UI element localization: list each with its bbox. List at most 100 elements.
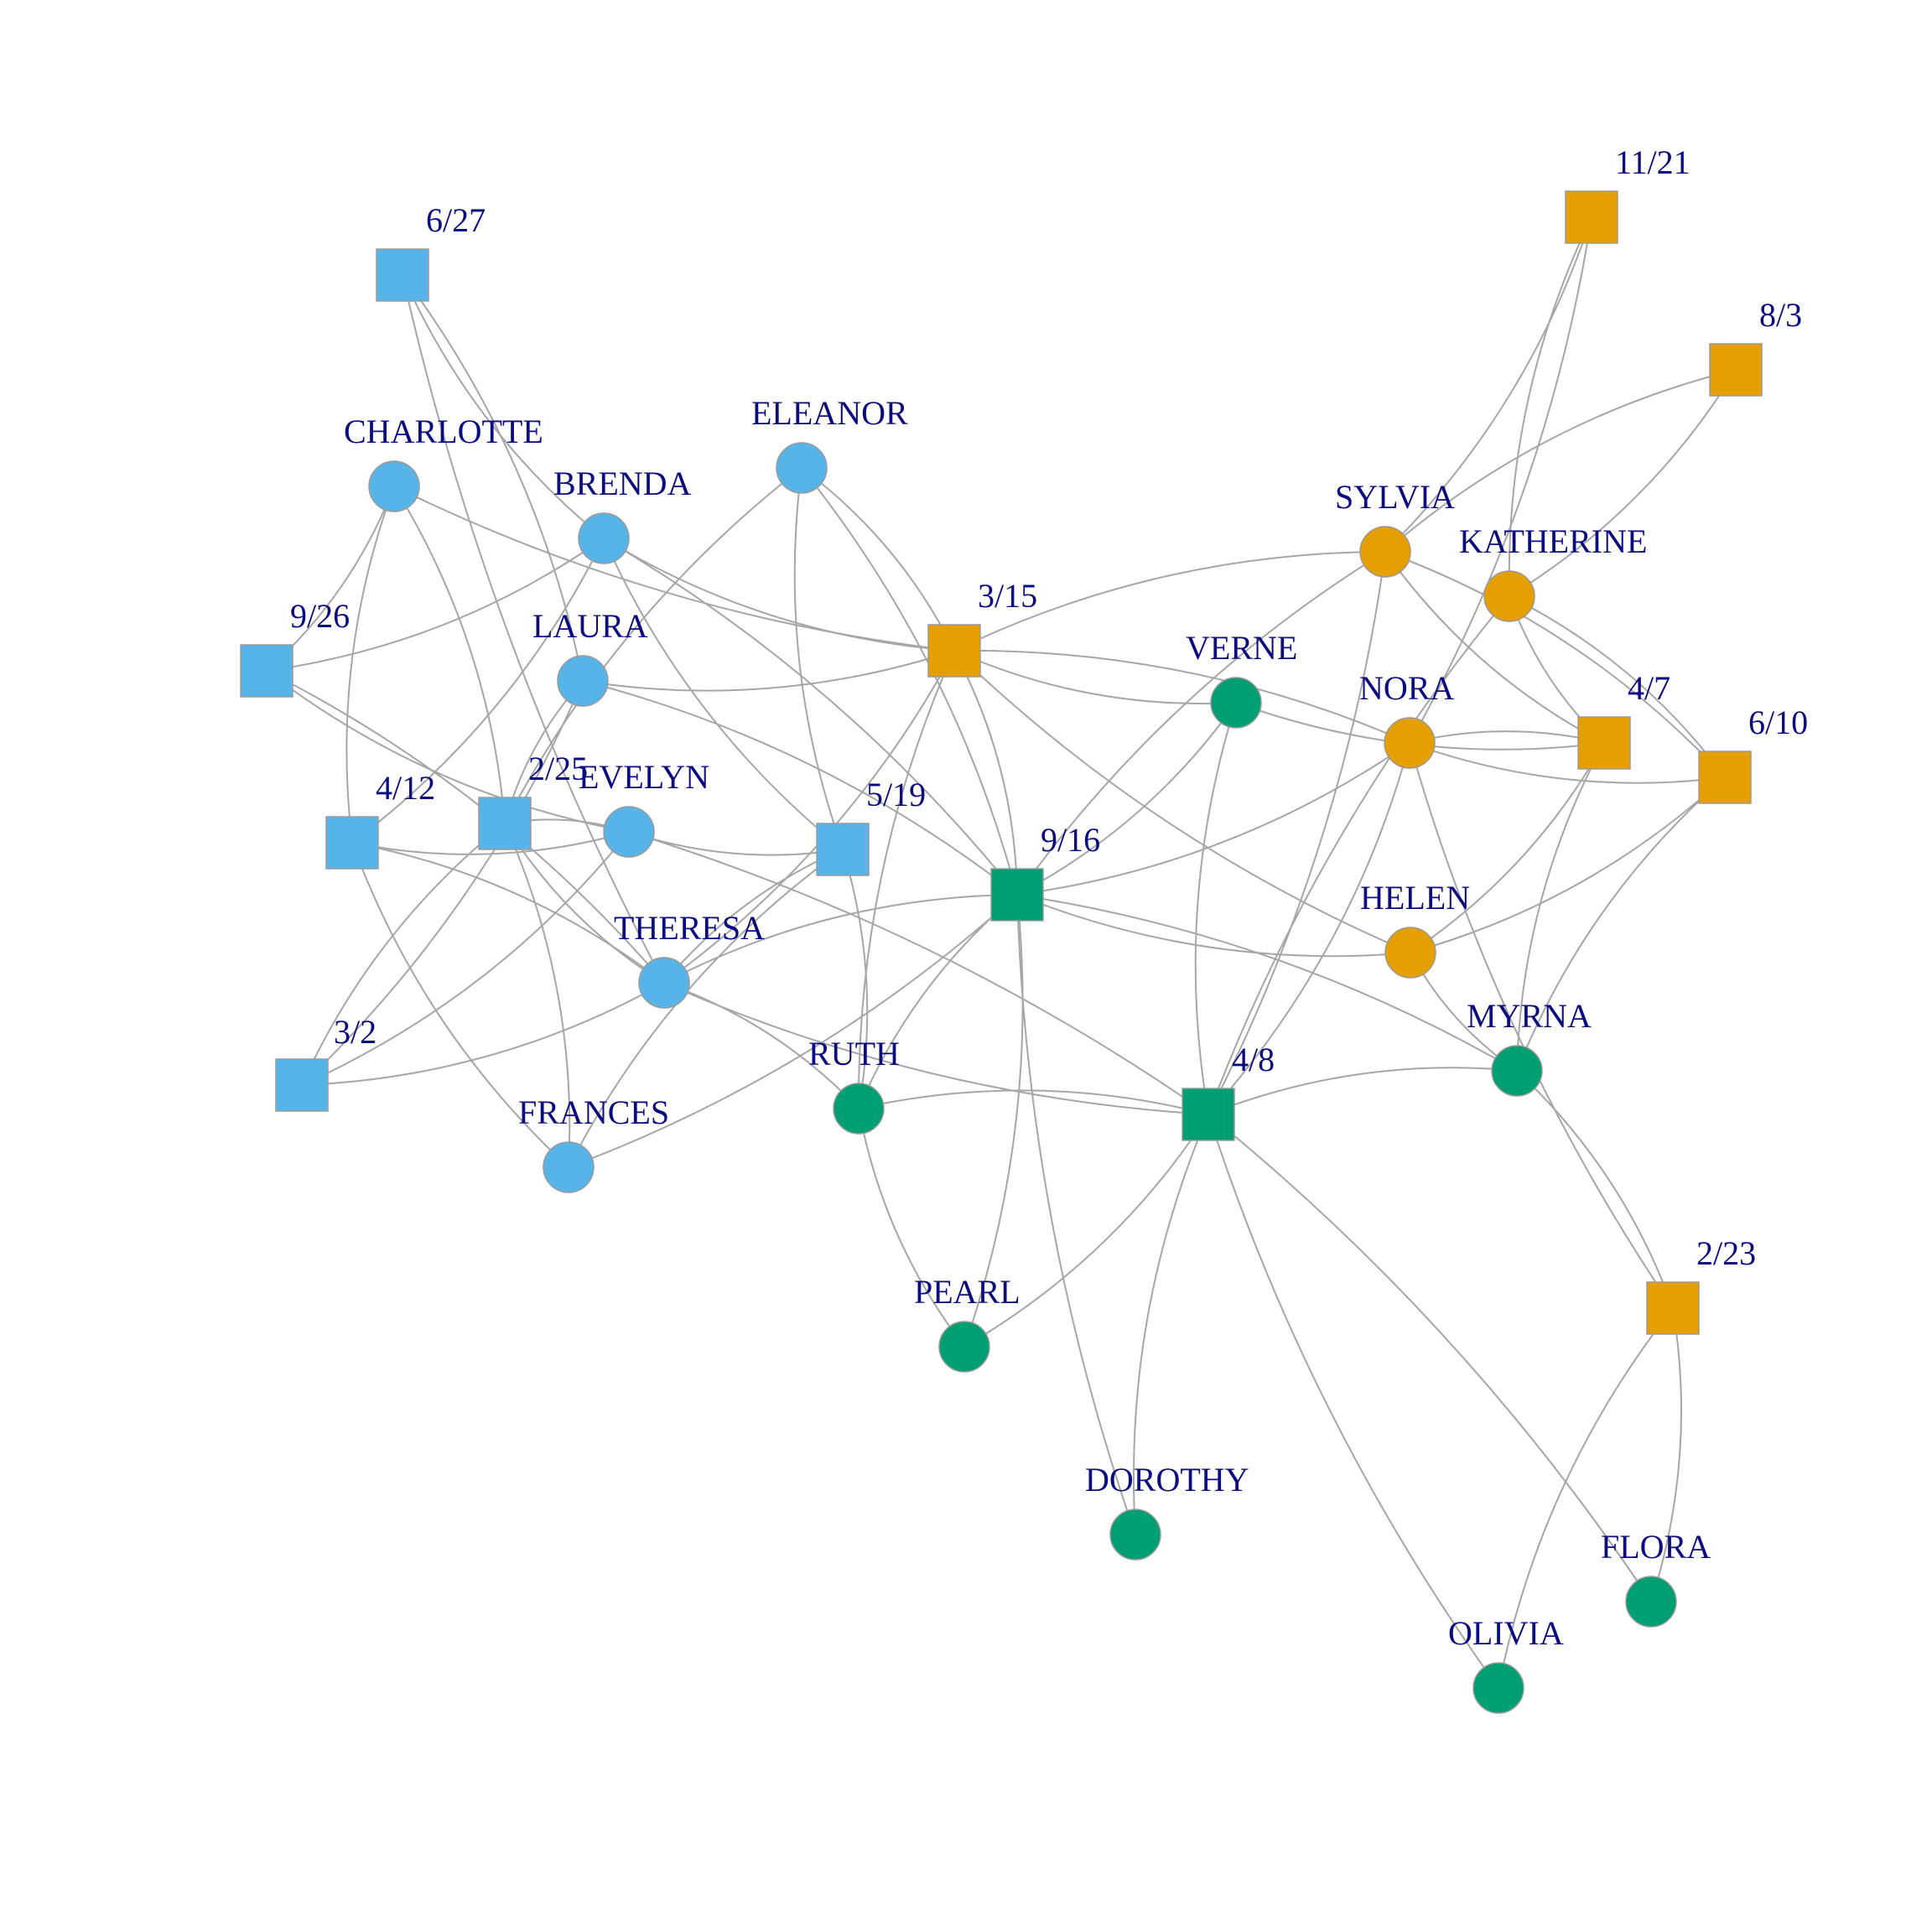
person-node-charlotte[interactable]	[368, 460, 420, 512]
node-label-4-7: 4/7	[1628, 669, 1670, 707]
event-node-11-21[interactable]	[1565, 190, 1618, 244]
edge-4-8-ruth	[858, 1089, 1209, 1115]
node-label-11-21: 11/21	[1615, 143, 1690, 181]
event-node-6-10[interactable]	[1698, 750, 1752, 804]
edge-evelyn-4-8	[628, 831, 1209, 1115]
edge-9-16-myrna	[1016, 894, 1518, 1072]
edge-sylvia-9-16	[1016, 551, 1386, 896]
person-node-dorothy[interactable]	[1109, 1509, 1161, 1561]
node-layer	[240, 190, 1763, 1714]
node-label-6-10: 6/10	[1748, 704, 1808, 741]
node-label-theresa: THERESA	[614, 909, 765, 947]
edge-laura-9-16	[582, 680, 1018, 896]
node-label-2-25: 2/25	[528, 750, 588, 787]
person-node-laura[interactable]	[557, 655, 609, 707]
edge-theresa-4-8	[663, 982, 1209, 1115]
node-label-eleanor: ELEANOR	[751, 394, 908, 432]
edge-helen-9-16	[1016, 894, 1411, 958]
node-label-9-26: 9/26	[290, 597, 350, 635]
edge-theresa-ruth	[663, 982, 860, 1109]
edge-myrna-2-23	[1516, 1070, 1674, 1309]
edge-nora-6-10	[1409, 742, 1726, 784]
edge-11-21-sylvia	[1384, 216, 1592, 553]
node-label-3-2: 3/2	[334, 1013, 377, 1051]
event-node-3-2[interactable]	[275, 1058, 329, 1112]
edge-11-21-nora	[1409, 216, 1592, 744]
edge-brenda-4-12	[351, 538, 605, 844]
edge-4-12-frances	[351, 842, 569, 1168]
edge-nora-4-7	[1409, 730, 1605, 744]
node-label-pearl: PEARL	[914, 1273, 1021, 1311]
person-node-myrna[interactable]	[1491, 1045, 1543, 1097]
node-label-5-19: 5/19	[866, 776, 926, 813]
event-node-2-25[interactable]	[478, 797, 532, 850]
edge-2-23-olivia	[1498, 1307, 1674, 1689]
edge-9-16-dorothy	[1016, 894, 1136, 1535]
event-node-9-16[interactable]	[990, 868, 1044, 922]
person-node-eleanor[interactable]	[776, 442, 828, 494]
edge-4-8-pearl	[963, 1114, 1209, 1348]
edge-4-8-flora	[1208, 1114, 1652, 1602]
edge-6-27-laura	[402, 274, 584, 682]
node-label-myrna: MYRNA	[1467, 997, 1592, 1035]
edge-charlotte-9-26	[266, 486, 395, 672]
edge-5-19-ruth	[842, 849, 869, 1109]
event-node-6-27[interactable]	[376, 248, 429, 302]
edge-4-8-dorothy	[1132, 1114, 1209, 1535]
event-node-9-26[interactable]	[240, 644, 293, 698]
person-node-pearl[interactable]	[938, 1321, 990, 1373]
edge-2-25-frances	[504, 823, 571, 1168]
edge-charlotte-4-12	[345, 486, 395, 844]
edge-charlotte-2-25	[393, 486, 506, 824]
event-node-4-8[interactable]	[1182, 1088, 1235, 1141]
event-node-2-23[interactable]	[1646, 1281, 1700, 1335]
node-label-8-3: 8/3	[1759, 296, 1802, 334]
node-label-3-15: 3/15	[978, 577, 1037, 615]
event-node-4-12[interactable]	[325, 816, 379, 870]
person-node-nora[interactable]	[1384, 717, 1436, 769]
edge-nora-4-8	[1208, 742, 1410, 1115]
edge-4-12-theresa	[351, 842, 665, 984]
edge-3-15-verne	[953, 650, 1237, 705]
edge-theresa-9-16	[663, 894, 1018, 984]
node-label-nora: NORA	[1359, 669, 1454, 707]
edge-4-7-myrna	[1516, 742, 1605, 1072]
edge-6-27-theresa	[402, 274, 665, 984]
edge-brenda-3-15	[603, 538, 955, 652]
person-node-ruth[interactable]	[833, 1083, 885, 1135]
edge-4-8-olivia	[1208, 1114, 1499, 1689]
person-node-sylvia[interactable]	[1359, 526, 1411, 578]
edge-3-15-ruth	[857, 650, 955, 1109]
person-node-katherine[interactable]	[1483, 570, 1535, 622]
person-node-evelyn[interactable]	[603, 806, 655, 858]
edge-2-25-3-2	[301, 823, 506, 1086]
node-label-2-23: 2/23	[1696, 1234, 1756, 1272]
person-node-theresa[interactable]	[638, 957, 690, 1009]
edge-4-12-evelyn	[351, 831, 630, 855]
edge-8-3-sylvia	[1384, 369, 1737, 553]
person-node-frances[interactable]	[543, 1141, 595, 1193]
person-node-helen[interactable]	[1384, 927, 1436, 979]
event-node-5-19[interactable]	[816, 823, 870, 876]
edge-3-15-9-16	[953, 650, 1018, 896]
edge-ruth-pearl	[858, 1108, 965, 1348]
node-label-4-8: 4/8	[1232, 1041, 1275, 1078]
person-node-flora[interactable]	[1625, 1576, 1677, 1628]
person-node-olivia[interactable]	[1472, 1662, 1524, 1714]
person-node-brenda[interactable]	[578, 512, 630, 564]
edge-2-23-flora	[1650, 1307, 1682, 1602]
edge-6-27-brenda	[402, 274, 605, 539]
node-label-helen: HELEN	[1360, 879, 1470, 917]
event-node-4-7[interactable]	[1577, 716, 1631, 770]
edge-eleanor-3-15	[801, 467, 955, 652]
node-label-charlotte: CHARLOTTE	[344, 413, 543, 450]
edge-laura-3-2	[301, 680, 584, 1086]
person-node-verne[interactable]	[1210, 677, 1262, 729]
edge-6-10-helen	[1410, 776, 1726, 953]
edge-evelyn-5-19	[628, 831, 844, 856]
edge-brenda-5-19	[603, 538, 844, 850]
event-node-8-3[interactable]	[1709, 343, 1763, 397]
edge-nora-9-16	[1016, 742, 1410, 896]
event-node-3-15[interactable]	[927, 624, 981, 678]
